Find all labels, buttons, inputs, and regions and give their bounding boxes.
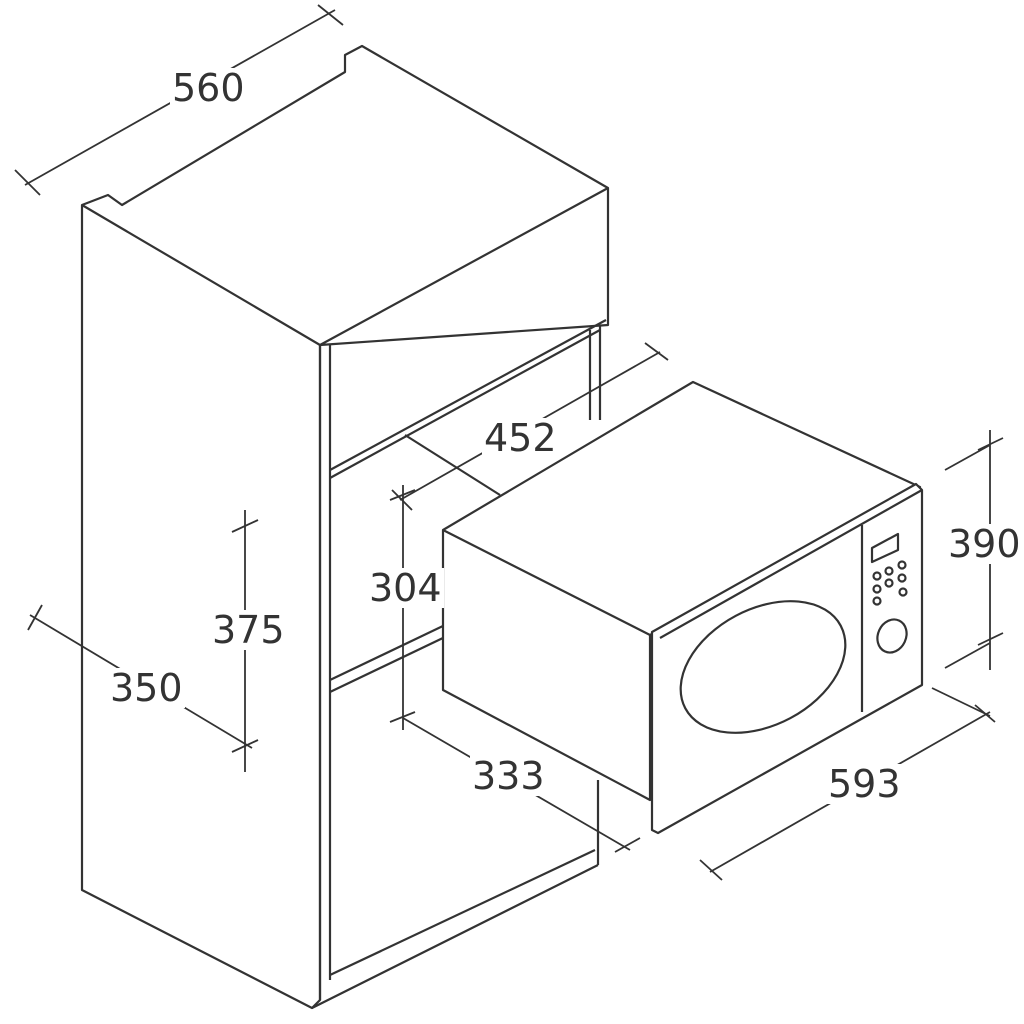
dimension-label-560: 560 [170,66,247,110]
dimension-label-452: 452 [482,416,559,460]
dimension-label-390: 390 [946,522,1023,566]
microwave [441,380,924,835]
dial-knob [876,618,908,654]
dimension-label-375: 375 [210,608,287,652]
dimension-label-593: 593 [826,762,903,806]
keypad-buttons [872,560,908,606]
dimension-label-350: 350 [108,666,185,710]
dimension-label-304: 304 [367,566,444,610]
door-window [679,600,847,734]
display [870,532,900,564]
cabinet [80,44,610,1010]
dimension-label-333: 333 [470,754,547,798]
